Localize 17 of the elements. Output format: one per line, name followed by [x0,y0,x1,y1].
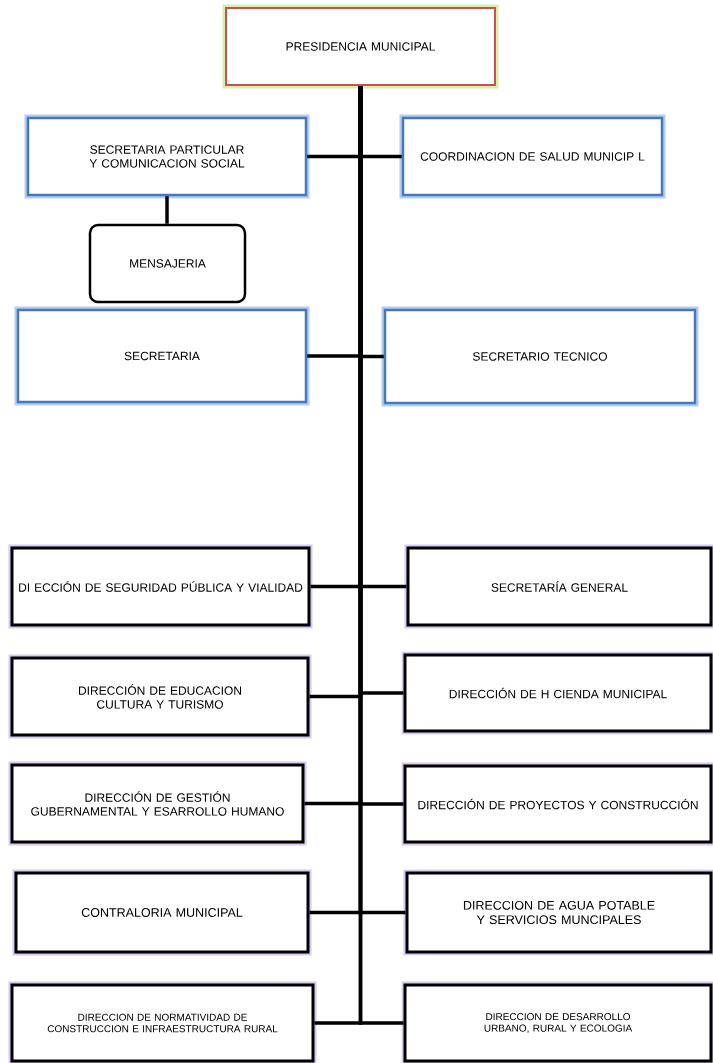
org-box: SECRETARÍA GENERAL [404,544,713,629]
org-box: DIRECCION DE AGUA POTABLE Y SERVICIOS MUNCIPALES [403,869,713,956]
org-box: COORDINACION DE SALUD MUNICIP L [399,114,666,199]
org-box: DIRECCIÓN DE H CIENDA MUNICIPAL [401,651,713,735]
org-box: CONTRALORIA MUNICIPAL [12,869,312,956]
org-box: DIRECCIÓN DE GESTIÓN GUBERNAMENTAL Y ESARROLLO HUMANO [8,761,307,846]
org-box: DIRECCION DE NORMATIVIDAD DE CONSTRUCCION E INFRAESTRUCTURA RURAL [8,981,317,1063]
org-box: SECRETARIA [14,306,310,406]
connector-line [165,196,169,224]
org-box: SECRETARIA PARTICULAR Y COMUNICACION SOCIAL [24,114,310,199]
org-box: DIRECCIÓN DE PROYECTOS Y CONSTRUCCIÓN [401,762,713,846]
org-box: PRESIDENCIA MUNICIPAL [222,4,499,89]
rounded-box: MENSAJERIA [88,223,247,304]
org-box: DIRECCION DE DESARROLLO URBANO, RURAL Y ECOLOGIA [401,981,713,1063]
org-box: SECRETARIO TECNICO [381,306,699,407]
org-box: DIRECCIÓN DE EDUCACION CULTURA Y TURISMO [8,654,312,739]
org-box: DI ECCIÓN DE SEGURIDAD PÚBLICA Y VIALIDAD [8,544,313,629]
